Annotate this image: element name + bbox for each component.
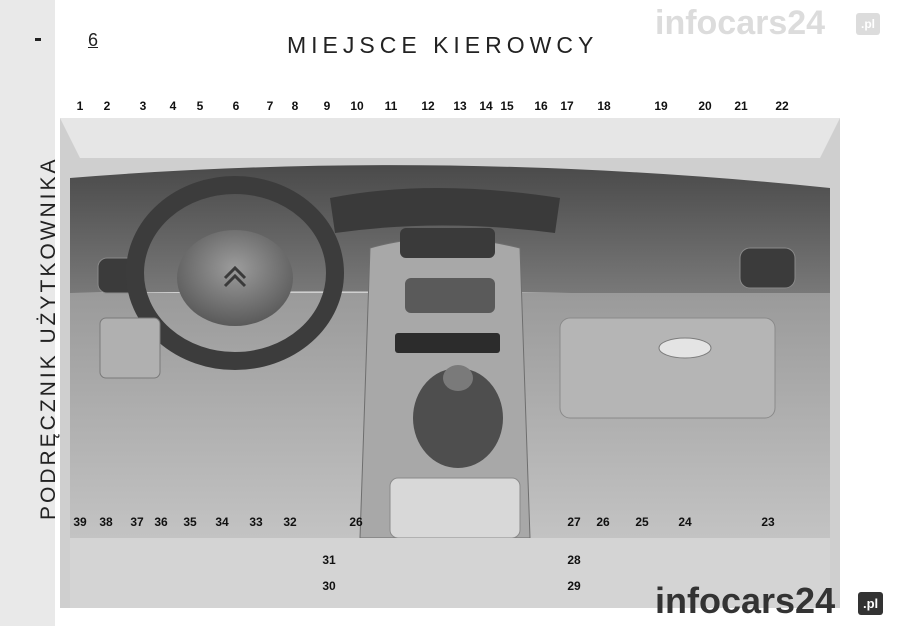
- callout-bottom_callouts-4: 35: [183, 515, 197, 529]
- callout-top_callouts-5: 6: [232, 99, 240, 113]
- callout-bottom_callouts-1: 38: [99, 515, 113, 529]
- callout-bottom_callouts-6: 33: [249, 515, 263, 529]
- callout-top_callouts-12: 13: [453, 99, 467, 113]
- callout-lower_callouts-2: 28: [567, 553, 581, 567]
- callout-top_callouts-0: 1: [76, 99, 84, 113]
- callout-top_callouts-1: 2: [103, 99, 111, 113]
- callout-top_callouts-3: 4: [169, 99, 177, 113]
- callout-bottom_callouts-12: 24: [678, 515, 692, 529]
- callout-top_callouts-6: 7: [266, 99, 274, 113]
- watermark-top: infocars24: [655, 4, 826, 42]
- callout-top_callouts-13: 14: [479, 99, 493, 113]
- callout-bottom_callouts-8: 26: [349, 515, 363, 529]
- callout-top_callouts-10: 11: [384, 99, 398, 113]
- callout-top_callouts-16: 17: [560, 99, 574, 113]
- callout-lower_callouts-0: 31: [322, 553, 336, 567]
- callout-top_callouts-17: 18: [597, 99, 611, 113]
- callout-top_callouts-20: 21: [734, 99, 748, 113]
- callout-bottom_callouts-7: 32: [283, 515, 297, 529]
- watermark-bottom-badge: .pl: [858, 592, 884, 615]
- callout-lower_callouts-1: 30: [322, 579, 336, 593]
- callout-top_callouts-11: 12: [421, 99, 435, 113]
- side-mark: [35, 38, 41, 41]
- callout-top_callouts-14: 15: [500, 99, 514, 113]
- callout-top_callouts-7: 8: [291, 99, 299, 113]
- callout-bottom_callouts-2: 37: [130, 515, 144, 529]
- watermark-bottom: infocars24: [655, 580, 836, 621]
- callout-top_callouts-9: 10: [350, 99, 364, 113]
- callout-bottom_callouts-13: 23: [761, 515, 775, 529]
- callout-top_callouts-15: 16: [534, 99, 548, 113]
- callout-bottom_callouts-9: 27: [567, 515, 581, 529]
- callout-bottom_callouts-0: 39: [73, 515, 87, 529]
- page-title: MIEJSCE KIEROWCY: [287, 32, 599, 58]
- callout-bottom_callouts-11: 25: [635, 515, 649, 529]
- callout-bottom_callouts-5: 34: [215, 515, 229, 529]
- side-strip: [0, 0, 55, 626]
- callout-top_callouts-18: 19: [654, 99, 668, 113]
- callout-top_callouts-2: 3: [139, 99, 147, 113]
- callout-bottom_callouts-3: 36: [154, 515, 168, 529]
- dashboard-photo: [60, 118, 840, 608]
- callout-top_callouts-19: 20: [698, 99, 712, 113]
- side-title: PODRĘCZNIK UŻYTKOWNIKA: [37, 156, 60, 520]
- watermark-top-badge: .pl: [856, 13, 880, 35]
- callout-top_callouts-4: 5: [196, 99, 204, 113]
- page-number: 6: [88, 30, 99, 50]
- callout-bottom_callouts-10: 26: [596, 515, 610, 529]
- callout-lower_callouts-3: 29: [567, 579, 581, 593]
- callout-top_callouts-21: 22: [775, 99, 789, 113]
- callout-top_callouts-8: 9: [323, 99, 331, 113]
